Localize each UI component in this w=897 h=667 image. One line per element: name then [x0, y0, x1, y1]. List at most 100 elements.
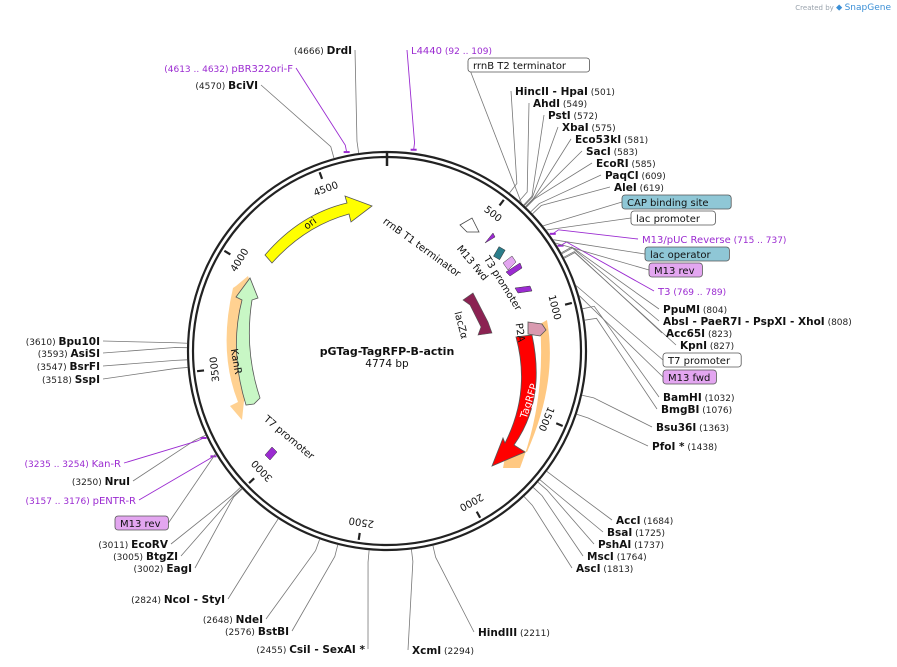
enzyme-site-left[interactable]: (3610) Bpu10I	[26, 336, 100, 348]
primer-site[interactable]: M13/pUC Reverse (715 .. 737)	[642, 235, 786, 246]
svg-text:Acc65I (823): Acc65I (823)	[666, 328, 732, 340]
primer-site[interactable]: (3235 .. 3254) Kan-R	[24, 459, 121, 470]
callout-line	[525, 162, 593, 208]
enzyme-site-left[interactable]: (3002) EagI	[134, 563, 192, 575]
rrnb-t1-terminator-arrow[interactable]	[459, 217, 480, 233]
enzyme-site-left[interactable]: (4570) BciVI	[195, 80, 258, 92]
enzyme-site-right[interactable]: AscI (1813)	[576, 563, 633, 575]
primer-site[interactable]: L4440 (92 .. 109)	[411, 46, 492, 57]
feature-box-label[interactable]: lac promoter	[630, 210, 716, 226]
feature-box-label[interactable]: M13 rev	[648, 262, 703, 278]
callout-line	[584, 317, 658, 410]
enzyme-site-right[interactable]: XbaI (575)	[562, 122, 616, 134]
enzyme-site-right[interactable]: BmgBI (1076)	[661, 404, 732, 416]
enzyme-site-right[interactable]: AbsI - PaeR7I - PspXI - XhoI (808)	[663, 316, 852, 328]
enzyme-site-left[interactable]: (2824) NcoI - StyI	[131, 594, 225, 606]
svg-text:(3518) SspI: (3518) SspI	[42, 374, 100, 386]
plasmid-name: pGTag-TagRFP-B-actin	[320, 345, 455, 358]
svg-text:(2824) NcoI - StyI: (2824) NcoI - StyI	[131, 594, 225, 606]
tick-mark	[498, 199, 505, 207]
callout-line	[575, 285, 664, 361]
primer-callout	[406, 49, 416, 150]
callout-line	[537, 481, 595, 545]
callout-line	[530, 174, 602, 213]
enzyme-site-right[interactable]: HincII - HpaI (501)	[515, 86, 615, 98]
enzyme-site-right[interactable]: AhdI (549)	[533, 98, 587, 110]
plasmid-length: 4774 bp	[365, 358, 409, 370]
enzyme-site-left[interactable]: (4666) DrdI	[294, 45, 352, 57]
callout-line	[407, 549, 414, 651]
enzyme-site-left[interactable]: (3518) SspI	[42, 374, 100, 386]
callout-line	[576, 413, 649, 447]
feature-box-label[interactable]: T7 promoter	[662, 352, 742, 368]
enzyme-site-left[interactable]: (2455) CsiI - SexAI *	[256, 644, 365, 656]
enzyme-site-left[interactable]: (3593) AsiSI	[38, 348, 100, 360]
tick-mark	[196, 369, 205, 373]
enzyme-site-right[interactable]: Eco53kI (581)	[575, 134, 648, 146]
tick-mark	[248, 477, 255, 484]
enzyme-site-right[interactable]: KpnI (827)	[680, 340, 734, 352]
svg-text:lac promoter: lac promoter	[636, 214, 701, 225]
svg-text:(4666) DrdI: (4666) DrdI	[294, 45, 352, 57]
ori-feature[interactable]: ori	[264, 195, 373, 264]
enzyme-site-left[interactable]: (2648) NdeI	[203, 614, 263, 626]
enzyme-site-left[interactable]: (3005) BtgZI	[113, 551, 178, 563]
callout-line	[581, 394, 653, 428]
enzyme-site-right[interactable]: PfoI * (1438)	[652, 441, 717, 453]
primer-site[interactable]: (3157 .. 3176) pENTR-R	[26, 496, 137, 507]
brand-name: SnapGene	[844, 3, 891, 13]
enzyme-site-left[interactable]: (2576) BstBI	[225, 626, 289, 638]
callout-line	[102, 367, 188, 380]
enzyme-site-right[interactable]: AccI (1684)	[616, 515, 673, 527]
enzyme-site-right[interactable]: AleI (619)	[614, 182, 664, 194]
svg-text:AhdI (549): AhdI (549)	[533, 98, 587, 110]
feature-box-label[interactable]: M13 fwd	[662, 369, 717, 385]
svg-text:CAP binding site: CAP binding site	[627, 198, 709, 209]
callout-lines	[102, 49, 677, 651]
feature-box-label[interactable]: lac operator	[644, 246, 730, 262]
feature-box-label[interactable]: rrnB T2 terminator	[467, 57, 590, 73]
enzyme-site-right[interactable]: BamHI (1032)	[663, 392, 735, 404]
callout-line	[467, 64, 522, 204]
callout-line	[432, 545, 475, 633]
snapgene-logo-icon: ⬥	[836, 3, 843, 13]
enzyme-site-right[interactable]: EcoRI (585)	[596, 158, 656, 170]
enzyme-site-right[interactable]: Acc65I (823)	[666, 328, 732, 340]
tagrfp-feature[interactable]: TagRFP	[491, 320, 550, 468]
p2a-label: P2A	[513, 322, 527, 343]
enzyme-site-right[interactable]: BsaI (1725)	[607, 527, 665, 539]
p2a-feature[interactable]: P2A	[513, 321, 547, 343]
enzyme-site-right[interactable]: PshAI (1737)	[598, 539, 664, 551]
enzyme-site-right[interactable]: SacI (583)	[586, 146, 638, 158]
primer-callout	[123, 437, 204, 464]
svg-text:(3002) EagI: (3002) EagI	[134, 563, 192, 575]
callout-line	[539, 479, 604, 533]
tick-label: 1000	[545, 294, 562, 321]
svg-text:EcoRI (585): EcoRI (585)	[596, 158, 656, 170]
lacza-feature[interactable]: lacZα	[451, 292, 493, 341]
enzyme-site-right[interactable]: PpuMI (804)	[663, 304, 727, 316]
enzyme-site-right[interactable]: MscI (1764)	[587, 551, 647, 563]
feature-box-label[interactable]: M13 rev	[114, 515, 169, 531]
tick-mark	[357, 532, 361, 541]
svg-text:HincII - HpaI (501): HincII - HpaI (501)	[515, 86, 615, 98]
svg-text:M13 rev: M13 rev	[654, 266, 695, 277]
enzyme-site-left[interactable]: (3547) BsrFI	[37, 361, 100, 373]
feature-box-label[interactable]: CAP binding site	[621, 194, 732, 210]
primer-site[interactable]: (4613 .. 4632) pBR322ori-F	[164, 64, 293, 75]
enzyme-site-right[interactable]: PstI (572)	[548, 110, 598, 122]
callout-line	[509, 90, 518, 194]
enzyme-site-left[interactable]: (3250) NruI	[72, 476, 130, 488]
callout-line	[563, 252, 677, 346]
svg-text:BamHI (1032): BamHI (1032)	[663, 392, 735, 404]
enzyme-site-right[interactable]: PaqCI (609)	[605, 170, 666, 182]
enzyme-site-left[interactable]: (3011) EcoRV	[98, 539, 168, 551]
enzyme-site-right[interactable]: Bsu36I (1363)	[656, 422, 729, 434]
tick-label: 500	[482, 204, 504, 224]
kanr-feature[interactable]: KanR	[226, 276, 261, 420]
callout-line	[518, 102, 530, 202]
enzyme-site-right[interactable]: HindIII (2211)	[478, 627, 550, 639]
enzyme-site-right[interactable]: XcmI (2294)	[412, 645, 474, 657]
primer-site[interactable]: T3 (769 .. 789)	[657, 287, 726, 298]
